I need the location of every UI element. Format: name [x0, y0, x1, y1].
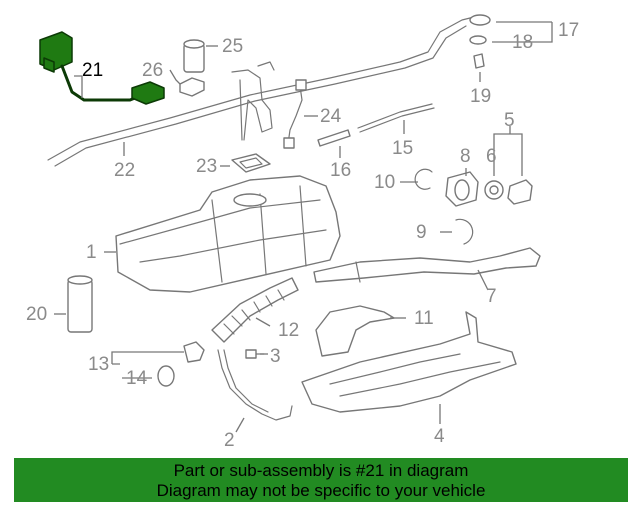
callout-19: 19 — [470, 86, 491, 107]
part-2-strap — [217, 349, 293, 421]
banner-line-2: Diagram may not be specific to your vehi… — [156, 481, 486, 500]
part-6 — [484, 180, 504, 200]
callout-26: 26 — [142, 60, 163, 81]
part-1-fuel-tank — [115, 175, 341, 293]
callout-18: 18 — [512, 32, 533, 53]
part-22-fuel-line — [47, 15, 479, 167]
callout-10: 10 — [374, 172, 395, 193]
part-26 — [179, 77, 205, 97]
part-21-highlighted[interactable] — [39, 31, 165, 105]
part-8 — [445, 171, 479, 207]
callout-8: 8 — [460, 146, 471, 167]
leader-lines — [54, 21, 553, 433]
part-25 — [183, 39, 205, 73]
part-16 — [317, 129, 351, 147]
part-18 — [469, 35, 487, 45]
part-10 — [414, 168, 433, 190]
callout-4: 4 — [434, 426, 445, 447]
callout-6: 6 — [486, 146, 497, 167]
banner-line-1: Part or sub-assembly is #21 in diagram — [173, 461, 469, 480]
callout-25: 25 — [222, 36, 243, 57]
callout-22: 22 — [114, 160, 135, 181]
callout-1: 1 — [86, 242, 97, 263]
callout-9: 9 — [416, 222, 427, 243]
info-banner: Part or sub-assembly is #21 in diagram D… — [14, 458, 628, 502]
callout-24: 24 — [320, 106, 342, 127]
part-7-filler-pipe — [313, 247, 541, 283]
part-4-protector — [301, 311, 517, 413]
callout-16: 16 — [330, 160, 351, 181]
part-9 — [455, 218, 474, 245]
part-19 — [473, 53, 485, 69]
part-15 — [357, 103, 435, 133]
callout-17: 17 — [558, 20, 579, 41]
callout-2: 2 — [224, 430, 235, 451]
callout-7: 7 — [486, 286, 497, 307]
callout-3: 3 — [270, 346, 281, 367]
callout-23: 23 — [196, 156, 217, 177]
callout-labels: 1 2 3 4 5 6 7 8 9 10 11 12 13 14 15 16 1… — [26, 20, 579, 451]
callout-5: 5 — [504, 110, 515, 131]
callout-15: 15 — [392, 138, 413, 159]
part-12 — [211, 277, 299, 343]
callout-14: 14 — [126, 368, 148, 389]
part-13 — [183, 341, 205, 363]
callout-11: 11 — [414, 308, 434, 329]
part-17 — [469, 14, 491, 26]
callout-20: 20 — [26, 304, 47, 325]
part-11 — [315, 305, 395, 357]
part-sender-bracket — [231, 61, 275, 141]
callout-13: 13 — [88, 354, 109, 375]
part-23 — [231, 153, 271, 173]
part-5 — [507, 179, 533, 205]
callout-12: 12 — [278, 320, 299, 341]
part-20 — [67, 275, 93, 333]
callout-21: 21 — [82, 60, 103, 81]
part-24 — [283, 79, 307, 149]
part-14 — [157, 365, 175, 387]
